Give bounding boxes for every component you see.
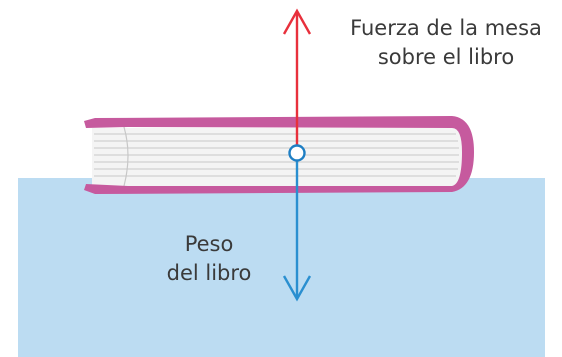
force-arrow-head <box>282 8 312 35</box>
point-of-application <box>288 144 306 162</box>
table <box>18 178 545 357</box>
book-page-lines <box>94 133 459 177</box>
weight-label: Peso del libro <box>150 230 268 288</box>
weight-arrow-head <box>282 275 312 302</box>
book-cover <box>84 116 474 194</box>
book <box>84 116 474 194</box>
weight-label-line-2: del libro <box>166 261 252 285</box>
book-page-edge <box>123 126 129 187</box>
book-pages <box>92 128 462 186</box>
force-label-line-1: Fuerza de la mesa <box>350 16 542 40</box>
force-label: Fuerza de la mesa sobre el libro <box>330 14 562 72</box>
weight-label-line-1: Peso <box>184 232 234 256</box>
force-label-line-2: sobre el libro <box>377 45 515 69</box>
